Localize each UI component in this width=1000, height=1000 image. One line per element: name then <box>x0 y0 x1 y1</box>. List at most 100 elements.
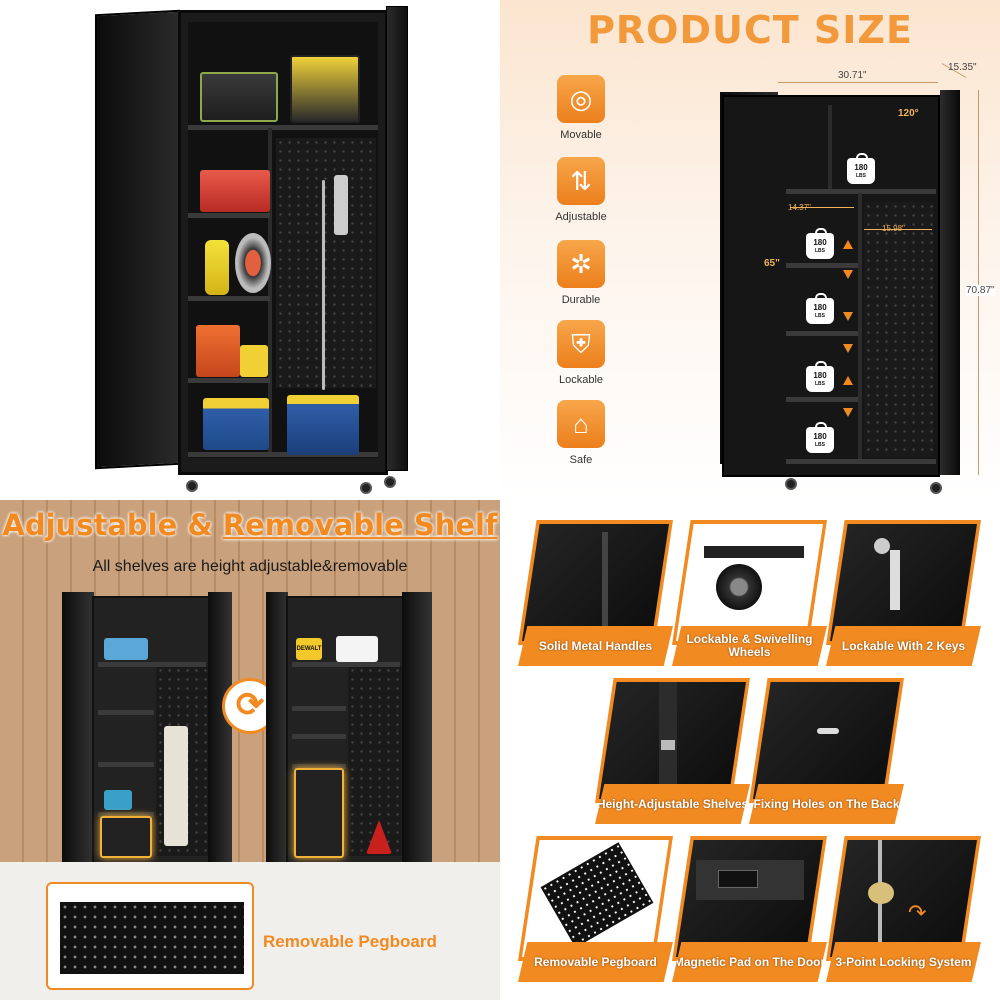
caster-wheel-icon: ◎ <box>557 75 605 123</box>
red-tool-chest <box>200 170 270 212</box>
cabinet-right: DEWALT <box>286 596 404 864</box>
pegboard <box>276 138 376 388</box>
feature-label: Safe <box>569 454 593 466</box>
cabinet-floor <box>188 452 378 457</box>
cabinet-shelf <box>292 734 346 739</box>
cabinet-shelf <box>292 706 346 711</box>
product-size-panel: PRODUCT SIZE ◎ Movable ⇅ Adjustable ✲ Du… <box>500 0 1000 500</box>
blue-tool-bag <box>104 638 148 660</box>
pegboard <box>540 842 654 948</box>
feature-label: Magnetic Pad on The Door <box>672 942 827 982</box>
product-size-title: PRODUCT SIZE <box>587 8 913 52</box>
feature-label: Height-Adjustable Shelves <box>595 784 750 824</box>
feature-label: Lockable With 2 Keys <box>826 626 981 666</box>
lock-cam <box>868 882 894 904</box>
house-check-icon: ⌂ <box>557 400 605 448</box>
right-shelf-width: 15.98" <box>882 224 905 233</box>
cabinet-shelf <box>188 296 270 301</box>
upper-divider <box>828 105 832 189</box>
cabinet-right-door <box>386 6 408 471</box>
feature-label: Lockable & Swivelling Wheels <box>672 626 827 666</box>
blue-case <box>104 790 132 810</box>
adjustable-shelf-title: Adjustable & Removable Shelf <box>0 508 500 542</box>
feature-cell-fixing-holes: Fixing Holes on The Back <box>749 678 904 828</box>
cabinet-shelf <box>98 762 154 767</box>
yellow-bottle <box>205 240 229 295</box>
caster-wheel <box>785 478 797 490</box>
cabinet-shelf <box>292 662 400 667</box>
toolbox-stack <box>200 72 278 122</box>
feature-lockable: ⛨ Lockable <box>536 320 626 386</box>
right-door <box>940 90 960 475</box>
blue-storage-bin <box>287 395 359 455</box>
width-dimension: 30.71" <box>838 70 867 81</box>
weight-value: 180 <box>813 238 827 247</box>
white-bin <box>336 636 378 662</box>
title-part-1: Adjustable & <box>2 508 223 542</box>
weight-value: 180 <box>813 303 827 312</box>
arrow-down-icon <box>843 408 853 417</box>
cabinet-shelf <box>98 710 154 715</box>
orange-bin <box>196 325 240 377</box>
hanging-wrenches <box>334 175 348 235</box>
cabinet-shelf <box>786 263 858 268</box>
width-dimension-line <box>778 82 938 83</box>
caster-wheel <box>186 480 198 492</box>
highlighted-drawer <box>294 768 344 858</box>
magnetic-pad-image <box>676 840 823 957</box>
pegboard <box>864 202 934 457</box>
feature-label: Fixing Holes on The Back <box>749 784 904 824</box>
pegboard-image <box>522 840 669 957</box>
feature-label: Removable Pegboard <box>518 942 673 982</box>
feature-cell-wheels: Lockable & Swivelling Wheels <box>672 520 827 670</box>
total-height-line <box>978 90 979 475</box>
feature-movable: ◎ Movable <box>536 75 626 141</box>
adjustable-shelf-panel: Adjustable & Removable Shelf All shelves… <box>0 500 500 1000</box>
feature-label: 3-Point Locking System <box>826 942 981 982</box>
feature-adjustable: ⇅ Adjustable <box>536 157 626 223</box>
rotate-arrow-icon: ↷ <box>908 900 927 925</box>
cabinet-shelf <box>188 378 270 383</box>
weight-unit: LBS <box>815 381 825 387</box>
weight-value: 180 <box>854 163 868 172</box>
feature-cell-pegboard: Removable Pegboard <box>518 836 673 986</box>
feature-label: Solid Metal Handles <box>518 626 673 666</box>
cabinet-shelf <box>786 397 858 402</box>
lock-keys-image <box>830 524 977 641</box>
right-door <box>402 592 432 864</box>
removable-pegboard-label: Removable Pegboard <box>263 932 437 951</box>
hanging-tool <box>322 180 325 390</box>
lock-cylinder <box>874 538 890 554</box>
cabinet-shelf <box>292 764 346 769</box>
shield-lock-icon: ⛨ <box>557 320 605 368</box>
weight-value: 180 <box>813 371 827 380</box>
handle-bar <box>602 532 608 632</box>
feature-cell-locking-system: ↷ 3-Point Locking System <box>826 836 981 986</box>
feature-label: Adjustable <box>555 211 607 223</box>
dimension-cabinet <box>722 95 940 477</box>
cabinet-product-photo-panel <box>0 0 500 500</box>
feature-durable: ✲ Durable <box>536 240 626 306</box>
wheel-image <box>676 524 823 641</box>
removable-pegboard-card <box>46 882 254 990</box>
yellow-container <box>240 345 268 377</box>
left-door <box>62 592 94 864</box>
fixing-hole <box>817 728 839 734</box>
arrow-down-icon <box>843 344 853 353</box>
caster-wheel <box>930 482 942 494</box>
pegboard <box>348 666 402 856</box>
weight-unit: LBS <box>815 442 825 448</box>
right-shelf-width-line <box>864 229 932 230</box>
feature-label: Movable <box>560 129 602 141</box>
cabinet-shelf <box>188 213 270 218</box>
left-door <box>266 592 288 864</box>
up-down-arrows-icon: ⇅ <box>557 157 605 205</box>
wheel-bracket <box>704 546 804 558</box>
feature-label: Durable <box>561 294 601 306</box>
shelf-clip <box>661 740 675 750</box>
title-part-2: Removable Shelf <box>222 508 498 542</box>
